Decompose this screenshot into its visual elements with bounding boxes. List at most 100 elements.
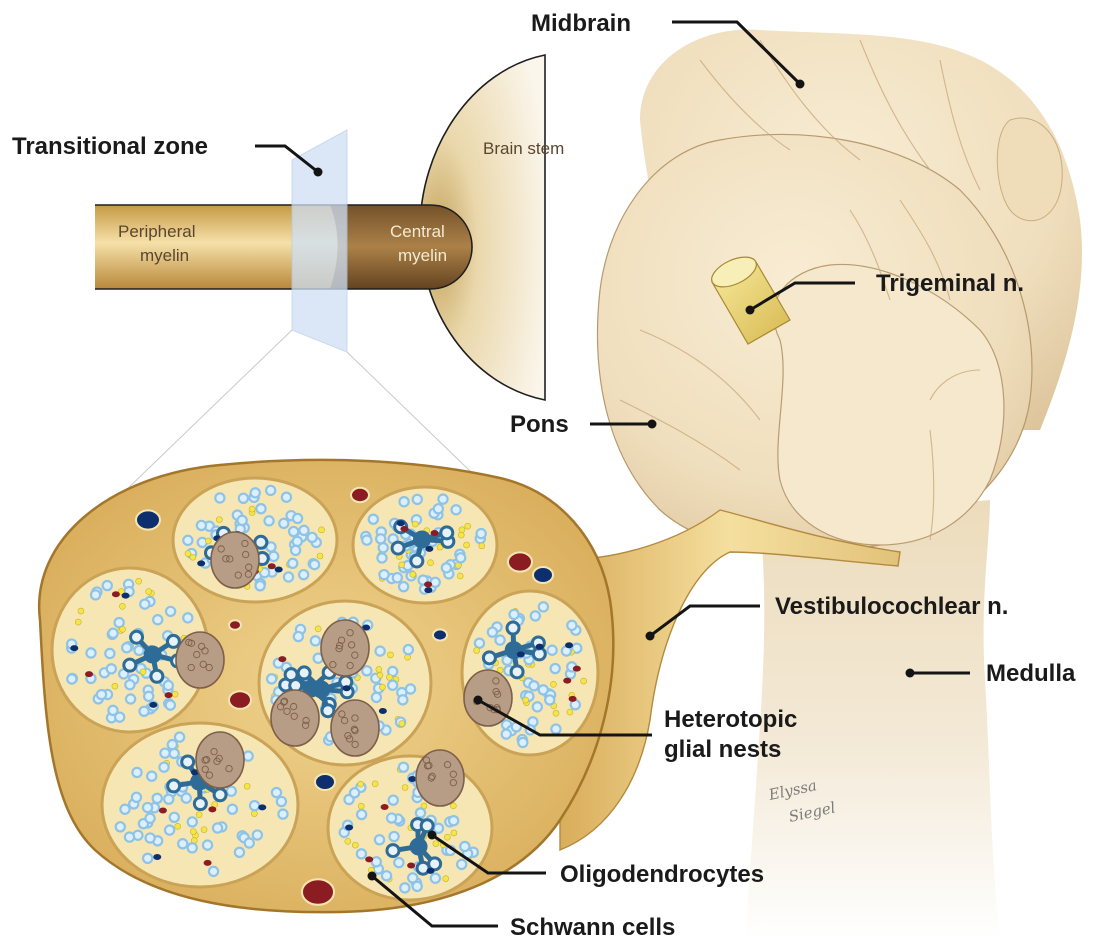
schwann-cell <box>188 817 197 826</box>
schwann-cell <box>308 533 317 542</box>
schwann-cell <box>377 553 386 562</box>
label-trigeminal: Trigeminal n. <box>876 270 1024 297</box>
schwann-cell <box>227 787 236 796</box>
leader-vestibulocochlear-dot <box>646 632 655 641</box>
axon <box>387 652 393 658</box>
schwann-cell <box>533 702 542 711</box>
axon <box>479 543 485 549</box>
capillary <box>197 560 205 566</box>
axon <box>399 562 405 568</box>
label-midbrain: Midbrain <box>531 10 631 37</box>
capillary <box>425 546 433 552</box>
schwann-cell <box>294 632 303 641</box>
schwann-cell <box>299 570 308 579</box>
glial-nest-body <box>271 690 319 746</box>
schwann-cell <box>509 610 518 619</box>
label-central-myelin-2: myelin <box>398 246 447 265</box>
schwann-cell <box>389 832 398 841</box>
fascicle <box>353 487 497 603</box>
axon <box>352 842 358 848</box>
schwann-cell <box>502 730 511 739</box>
schwann-cell <box>518 738 527 747</box>
schwann-cell <box>269 552 278 561</box>
axon <box>172 691 178 697</box>
axon <box>372 781 378 787</box>
schwann-cell <box>166 607 175 616</box>
axon <box>444 834 450 840</box>
schwann-cell <box>116 822 125 831</box>
schwann-cell <box>399 582 408 591</box>
axon <box>249 506 255 512</box>
schwann-cell <box>431 578 440 587</box>
schwann-cell <box>310 560 319 569</box>
schwann-cell <box>357 810 366 819</box>
schwann-cell <box>299 526 308 535</box>
label-heterotopic-1: Heterotopic <box>664 706 797 733</box>
label-transitional-zone: Transitional zone <box>12 133 208 160</box>
capillary <box>424 587 432 593</box>
leader-schwann-dot <box>368 872 377 881</box>
label-vestibulocochlear: Vestibulocochlear n. <box>775 593 1008 620</box>
schwann-cell <box>369 515 378 524</box>
blood-vessel <box>508 552 532 571</box>
label-heterotopic-2: glial nests <box>664 736 781 763</box>
schwann-cell <box>460 842 469 851</box>
schwann-cell <box>165 825 174 834</box>
schwann-cell <box>279 519 288 528</box>
axon <box>457 573 463 579</box>
glial-nest-body <box>416 750 464 806</box>
glial-nest-body <box>211 532 259 588</box>
schwann-cell <box>399 497 408 506</box>
axon <box>379 684 385 690</box>
schwann-cell <box>400 883 409 892</box>
glial-nest <box>211 532 259 588</box>
schwann-cell <box>451 505 460 514</box>
fascicle <box>328 756 492 900</box>
axon <box>119 603 125 609</box>
capillary <box>278 656 286 662</box>
axon <box>443 876 449 882</box>
leader-midbrain-dot <box>796 80 805 89</box>
schwann-cell <box>134 646 143 655</box>
schwann-cell <box>379 570 388 579</box>
schwann-cell <box>376 647 385 656</box>
schwann-cell <box>495 635 504 644</box>
glial-nest <box>271 690 319 746</box>
capillary <box>208 806 216 812</box>
axon <box>146 589 152 595</box>
glial-nest <box>331 700 379 756</box>
myelin-sheath <box>168 780 180 792</box>
blood-vessel <box>229 620 241 630</box>
label-peripheral-myelin-1: Peripheral <box>118 222 196 241</box>
schwann-cell <box>284 572 293 581</box>
capillary <box>379 708 387 714</box>
schwann-cell <box>457 860 466 869</box>
schwann-cell <box>107 664 116 673</box>
schwann-cell <box>160 749 169 758</box>
schwann-cell <box>86 648 95 657</box>
leader-medulla-dot <box>906 669 915 678</box>
capillary <box>159 807 167 813</box>
schwann-cell <box>235 848 244 857</box>
glial-nest <box>196 732 244 788</box>
myelin-sheath <box>483 652 495 664</box>
schwann-cell <box>251 488 260 497</box>
capillary <box>345 824 353 830</box>
schwann-cell <box>108 629 117 638</box>
schwann-cell <box>170 813 179 822</box>
schwann-cell <box>132 793 141 802</box>
myelin-sheath <box>392 542 404 554</box>
schwann-cell <box>551 724 560 733</box>
glial-nest <box>321 620 369 676</box>
axon <box>358 781 364 787</box>
schwann-cell <box>147 772 156 781</box>
glial-nest <box>176 632 224 688</box>
capillary <box>431 530 439 536</box>
schwann-cell <box>228 805 237 814</box>
oligodendrocyte-body <box>144 646 162 664</box>
schwann-cell <box>164 681 173 690</box>
blood-vessel <box>302 879 334 905</box>
myelin-sheath <box>511 666 523 678</box>
axon <box>465 523 471 529</box>
